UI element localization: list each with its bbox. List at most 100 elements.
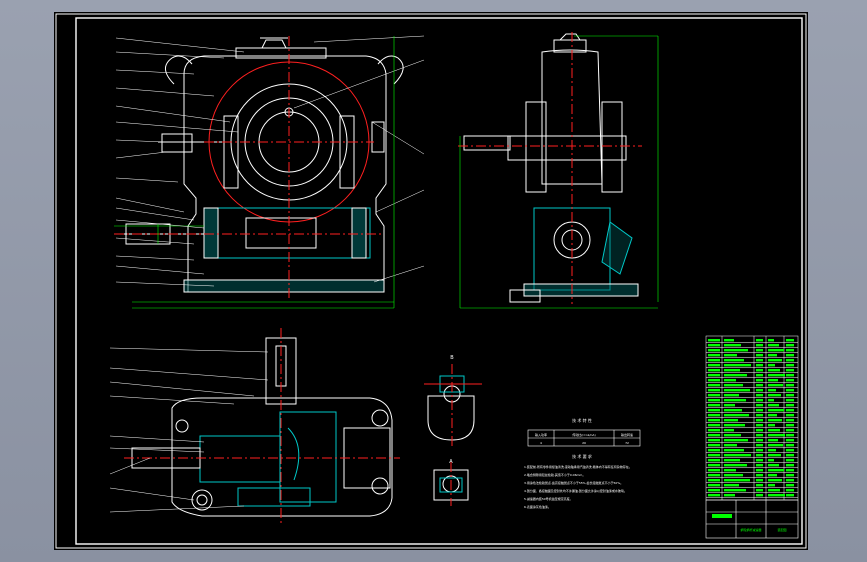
bom-cell	[786, 439, 794, 442]
bom-cell	[768, 469, 784, 472]
bom-cell	[724, 389, 750, 392]
bom-cell	[786, 344, 794, 347]
side-view	[458, 32, 642, 304]
bom-cell	[756, 494, 763, 497]
bom-cell	[756, 394, 763, 397]
bom-cell	[724, 374, 747, 377]
bom-cell	[708, 409, 720, 412]
bom-cell	[768, 339, 774, 342]
bom-cell	[756, 424, 763, 427]
bom-cell	[786, 489, 794, 492]
requirement-line: 1.装配前,所有零件用煤油清洗,滚动轴承用汽油清洗,箱体内不得有任何杂物存在。	[524, 464, 632, 469]
bom-cell	[756, 459, 763, 462]
bom-cell	[768, 419, 782, 422]
bom-cell	[724, 479, 750, 482]
bom-cell	[708, 429, 720, 432]
bom-cell	[756, 409, 763, 412]
spec-table-title: 技 术 特 性	[572, 417, 592, 423]
bom-cell	[724, 414, 749, 417]
bom-cell	[768, 479, 782, 482]
bom-cell	[756, 444, 763, 447]
bom-cell	[768, 374, 785, 377]
outer-frame	[55, 13, 807, 549]
bom-cell	[756, 404, 763, 407]
bom-cell	[786, 449, 794, 452]
bom-cell	[724, 354, 737, 357]
bom-cell	[786, 399, 794, 402]
bom-cell	[756, 474, 763, 477]
top-view	[124, 328, 400, 526]
bom-cell	[708, 464, 720, 467]
bom-cell	[708, 364, 720, 367]
bom-cell	[786, 419, 794, 422]
bom-cell	[786, 369, 794, 372]
spec-header-1: 输入功率	[535, 432, 547, 437]
spec-value-3: 72	[625, 441, 629, 445]
bom-cell	[786, 434, 794, 437]
bom-cell	[708, 339, 720, 342]
bom-cell	[756, 344, 763, 347]
bom-cell	[708, 419, 720, 422]
bom-cell	[708, 479, 720, 482]
bom-cell	[786, 384, 794, 387]
bom-cell	[786, 394, 794, 397]
bom-cell	[768, 344, 779, 347]
bom-cell	[768, 474, 777, 477]
bom-cell	[786, 379, 794, 382]
bom-cell	[724, 454, 751, 457]
bom-cell	[768, 354, 777, 357]
bom-cell	[708, 394, 720, 397]
bom-cell	[756, 429, 763, 432]
requirement-line: 6.表面涂灰色油漆。	[524, 504, 551, 509]
inner-frame	[75, 17, 803, 545]
bom-cell	[786, 429, 794, 432]
bom-cell	[724, 349, 748, 352]
bom-cell	[756, 399, 763, 402]
section-a-view	[433, 462, 469, 506]
bom-cell	[724, 459, 740, 462]
bom-cell	[708, 389, 720, 392]
bom-cell	[724, 474, 743, 477]
bom-cell	[708, 369, 720, 372]
bom-cell	[756, 449, 763, 452]
section-b-view	[424, 364, 482, 446]
requirement-line: 4.剖分面、各接触面及密封处均不许漏油,剖分面允许涂以密封油漆或水玻璃。	[524, 488, 627, 493]
bom-cell	[724, 439, 748, 442]
bom-cell	[786, 389, 794, 392]
bom-cell	[724, 419, 738, 422]
bom-cell	[768, 444, 783, 447]
bom-cell	[768, 359, 782, 362]
title-block: 蜗轮蜗杆减速器 装配图	[705, 499, 799, 539]
bom-cell	[756, 434, 763, 437]
bom-cell	[768, 394, 781, 397]
bom-cell	[768, 404, 779, 407]
bom-cell	[786, 454, 794, 457]
bom-cell	[768, 484, 775, 487]
assembly-drawing: B A 技 术 特 性 输入功率 传动比(i=nk/nA) 输出转速 4 20 …	[55, 13, 807, 549]
bom-cell	[708, 444, 720, 447]
bom-cell	[708, 424, 720, 427]
bom-cell	[724, 379, 736, 382]
drawing-code: 装配图	[777, 527, 786, 532]
bom-cell	[786, 354, 794, 357]
bom-cell	[708, 459, 720, 462]
bom-cell	[786, 339, 794, 342]
bom-cell	[768, 429, 780, 432]
bom-cell	[756, 479, 763, 482]
bom-cell	[724, 394, 739, 397]
bom-cell	[708, 484, 720, 487]
bom-cell	[786, 469, 794, 472]
bom-cell	[786, 414, 794, 417]
bom-cell	[724, 364, 751, 367]
bom-cell	[708, 344, 720, 347]
bom-cell	[756, 374, 763, 377]
section-a-label: A	[449, 459, 453, 465]
drawing-name: 蜗轮蜗杆减速器	[740, 527, 761, 532]
bom-cell	[768, 439, 778, 442]
bom-cell	[786, 474, 794, 477]
bom-cell	[708, 469, 720, 472]
front-view	[114, 36, 404, 300]
bom-cell	[756, 379, 763, 382]
bom-cell	[724, 404, 735, 407]
bom-cell	[756, 439, 763, 442]
